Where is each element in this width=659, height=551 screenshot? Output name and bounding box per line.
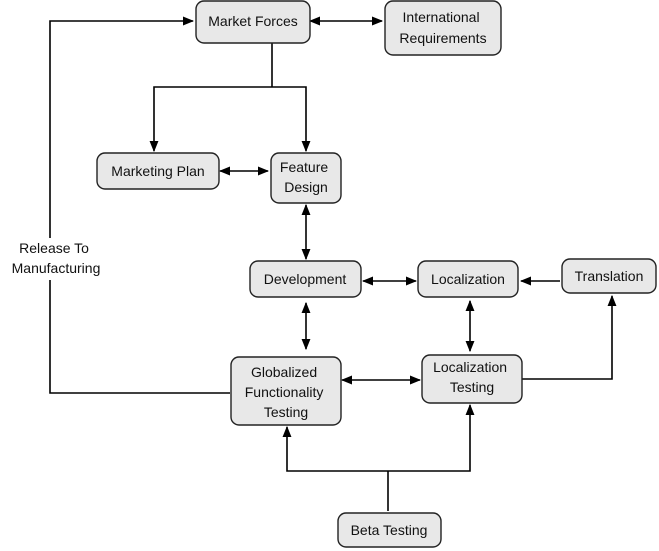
svg-text:Development: Development bbox=[264, 271, 347, 287]
svg-text:Release To Manufacturing: Release To Manufacturing bbox=[12, 240, 101, 276]
svg-text:Translation: Translation bbox=[575, 268, 644, 284]
svg-text:Localization: Localization bbox=[431, 271, 505, 287]
connectors bbox=[49, 16, 617, 511]
svg-text:Localization Testing: Localization Testing bbox=[433, 359, 511, 395]
node-market-forces: Market Forces bbox=[195, 0, 311, 44]
svg-text:Feature Design: Feature Design bbox=[280, 159, 332, 195]
node-development: Development bbox=[249, 260, 362, 298]
release-to-manufacturing-label: Release To Manufacturing bbox=[2, 238, 106, 280]
svg-text:Market Forces: Market Forces bbox=[208, 13, 297, 29]
svg-text:Beta Testing: Beta Testing bbox=[351, 522, 428, 538]
svg-text:Globalized Functionality: Globalized Functionality Testing bbox=[245, 364, 327, 420]
edge-market-to-marketing-plan bbox=[149, 86, 272, 153]
release-label-line-1: Release To bbox=[19, 240, 89, 256]
svg-text:International Requiremen: International Requirements bbox=[399, 9, 486, 46]
edge-market-to-feature-design bbox=[272, 86, 311, 153]
edge-release-loop bbox=[49, 16, 230, 394]
node-beta-testing: Beta Testing bbox=[337, 512, 442, 548]
release-label-line-2: Manufacturing bbox=[12, 260, 101, 276]
edge-lt-translation bbox=[522, 294, 617, 380]
svg-text:Marketing Plan: Marketing Plan bbox=[111, 163, 204, 179]
node-localization: Localization bbox=[417, 260, 519, 298]
node-globalized-functionality-testing: Globalized Functionality Testing bbox=[230, 356, 342, 426]
edge-beta-to-gft bbox=[282, 425, 388, 472]
node-international-requirements: International Requirements bbox=[384, 0, 502, 56]
node-translation: Translation bbox=[561, 258, 657, 294]
node-feature-design: Feature Design bbox=[270, 152, 342, 204]
node-localization-testing: Localization Testing bbox=[421, 354, 523, 404]
node-marketing-plan: Marketing Plan bbox=[96, 152, 220, 190]
edge-beta-to-lt bbox=[388, 403, 475, 472]
